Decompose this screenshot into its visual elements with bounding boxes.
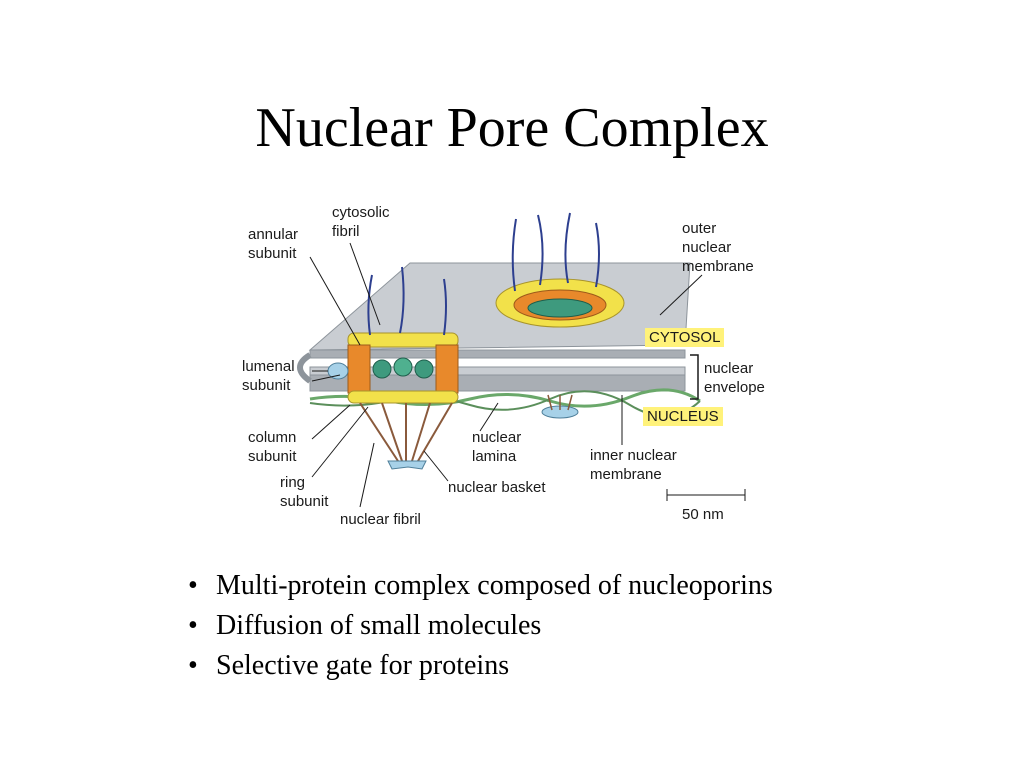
label-nuclear-envelope: nuclear envelope (704, 360, 765, 396)
leader-lines (309, 242, 746, 508)
cyto-fibril-5 (537, 214, 544, 286)
pore-column-left (347, 344, 371, 394)
label-nuclear-fibril: nuclear fibril (340, 511, 421, 528)
nuc-fibril-2 (381, 402, 403, 462)
channel-bead-2 (393, 357, 413, 377)
pore-ring-bottom (347, 390, 459, 404)
nuc-fibril-4 (411, 402, 431, 462)
inner-membrane-edge (309, 374, 686, 392)
cyto-fibril-7 (595, 222, 600, 288)
bullet-dot: • (188, 570, 198, 601)
label-column-subunit: column subunit (248, 429, 297, 465)
bullet-text: Multi-protein complex composed of nucleo… (216, 570, 773, 601)
label-nuclear-basket: nuclear basket (448, 479, 546, 496)
pore-ring-top (347, 332, 459, 348)
nuclear-pore-diagram: cytosolic fibril annular subunit outer n… (230, 195, 800, 535)
bullet-text: Diffusion of small molecules (216, 610, 542, 641)
pore-column-right (435, 344, 459, 394)
label-lumenal-subunit: lumenal subunit (242, 358, 295, 394)
bullet-item: • Multi-protein complex composed of nucle… (188, 566, 773, 606)
basket-fibrils-right (547, 394, 573, 411)
bullet-dot: • (188, 610, 198, 641)
bullet-text: Selective gate for proteins (216, 650, 510, 681)
bullet-list: • Multi-protein complex composed of nucle… (188, 566, 773, 686)
basket-ring (387, 460, 427, 470)
channel-bead-1 (372, 359, 392, 379)
cyto-fibril-4 (511, 218, 517, 292)
nuc-fibril-5 (417, 402, 453, 462)
bullet-dot: • (188, 650, 198, 681)
outer-membrane-edge (309, 349, 686, 359)
label-ring-subunit: ring subunit (280, 474, 329, 510)
label-outer-nuclear-membrane: outer nuclear membrane (682, 220, 754, 275)
label-nuclear-lamina: nuclear lamina (472, 429, 522, 465)
cyto-fibril-6 (564, 212, 571, 284)
label-cytosolic-fibril: cytosolic fibril (332, 204, 390, 240)
bullet-item: • Diffusion of small molecules (188, 606, 773, 646)
label-annular-subunit: annular subunit (248, 226, 299, 262)
pore-channel (527, 298, 593, 318)
cyto-fibril-2 (399, 266, 405, 334)
channel-bead-3 (414, 359, 434, 379)
label-nucleus: NUCLEUS (643, 407, 723, 426)
nuc-fibril-1 (359, 402, 399, 462)
diagram-drawing (297, 212, 746, 508)
cyto-fibril-3 (443, 278, 447, 336)
slide-title: Nuclear Pore Complex (255, 97, 769, 159)
cyto-fibril-1 (367, 274, 373, 336)
membrane-fold (297, 352, 312, 384)
envelope-bracket (690, 354, 699, 400)
bullet-item: • Selective gate for proteins (188, 646, 773, 686)
label-scale-bar: 50 nm (682, 506, 724, 523)
label-inner-nuclear-membrane: inner nuclear membrane (590, 447, 677, 483)
label-cytosol: CYTOSOL (645, 328, 725, 347)
